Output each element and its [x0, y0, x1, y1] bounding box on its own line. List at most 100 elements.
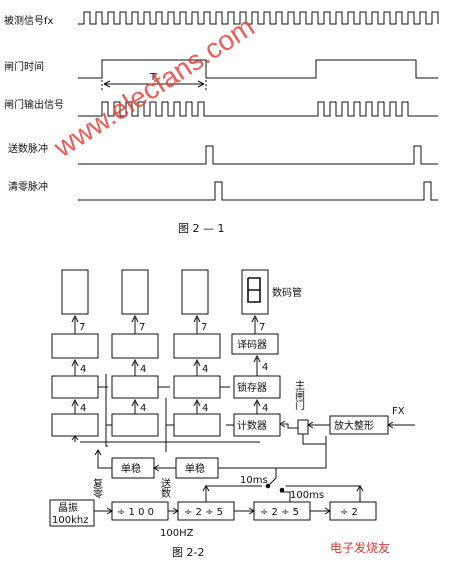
bus4-label-8: 4 [262, 403, 268, 414]
gate-control-branch [302, 434, 326, 445]
gate-control-line [218, 436, 327, 469]
period-arrow-heads [103, 80, 205, 88]
tap-10ms-arrowhead [202, 485, 210, 492]
latch-label: 锁存器 [237, 381, 267, 394]
bus7-label-1: 7 [79, 322, 85, 333]
switch-contact-1 [265, 483, 271, 489]
bus4-label-2: 4 [140, 364, 146, 375]
mono2-label: 单稳 [185, 462, 205, 475]
arrow-7-1 [71, 314, 79, 334]
arrow-7-3 [193, 314, 201, 334]
arrow-4-counter-1 [71, 398, 79, 414]
digit-display-box-1 [61, 269, 89, 315]
div25a-label: ÷ 2 ÷ 5 [184, 507, 223, 518]
site-logo: 电子发烧友 [330, 540, 390, 555]
digit-display-box-2 [121, 269, 149, 315]
tap-100ms-line [280, 491, 291, 502]
switch-contact-2 [279, 487, 285, 493]
crystal-label-line1: 晶振 [58, 501, 78, 514]
signal-label-gate-time: 闸门时间 [4, 60, 44, 73]
main-gate-label: 主闸门 [293, 380, 305, 411]
bus7-label-3: 7 [201, 322, 207, 333]
digit-display-box-4 [241, 269, 269, 315]
bus4-label-5: 4 [80, 403, 86, 414]
mono1-reset-arrowhead [94, 449, 102, 456]
amp-to-gate-arrowhead [307, 421, 314, 429]
latch-enable-vertical [105, 374, 108, 447]
latch-box-1 [51, 375, 99, 399]
div2-label: ÷ 2 [340, 507, 358, 518]
mono1-reset-line [97, 450, 112, 469]
signal-gate-wave [78, 59, 438, 79]
bus4-label-4: 4 [262, 362, 268, 373]
signal-send-pulse-wave [78, 145, 438, 165]
display-label: 数码管 [272, 286, 302, 299]
amp-label: 放大整形 [334, 419, 374, 432]
fx-input-arrowhead [387, 421, 394, 429]
counter-box-3 [173, 413, 221, 437]
gate-to-counter-line [282, 423, 298, 429]
arrow-4-latch-4 [253, 354, 261, 376]
figure-caption-2: 图 2-2 [172, 546, 204, 559]
bus7-label-4: 7 [259, 322, 265, 333]
signal-label-send-pulse: 送数脉冲 [8, 142, 48, 155]
bus4-label-1: 4 [80, 364, 86, 375]
bus7-label-2: 7 [139, 322, 145, 333]
decoder-box-2 [111, 333, 159, 359]
arrow-4-latch-1 [71, 358, 79, 376]
ms100-label: 100ms [290, 490, 324, 501]
timing-diagram [78, 11, 439, 201]
tap-10ms-line [205, 485, 262, 502]
arrow-4-counter-4 [253, 398, 261, 414]
watermark-text: www.elecfans.com [48, 11, 260, 164]
fx-label: FX [392, 406, 405, 417]
decoder-label: 译码器 [237, 339, 267, 351]
selector-switch [267, 468, 277, 487]
signal-gate-output-wave [78, 101, 438, 117]
chain-arrowheads [106, 507, 331, 515]
carry-line-1 [105, 424, 112, 438]
arrow-4-counter-2 [131, 398, 139, 414]
arrow-4-latch-2 [131, 358, 139, 376]
gate-to-counter-arrowhead [279, 420, 286, 428]
counter-label: 计数器 [237, 419, 267, 432]
seven-segment-icon [247, 277, 261, 303]
logo-text: 电子发烧友 [330, 540, 390, 555]
mono1-label: 单稳 [121, 462, 141, 475]
arrow-7-2 [131, 314, 139, 334]
counter-box-2 [111, 413, 159, 437]
signal-fx-wave [78, 11, 439, 25]
arrow-4-counter-3 [193, 398, 201, 414]
signal-label-gate-output: 闸门输出信号 [4, 98, 64, 111]
hz100-label: 100HZ [160, 528, 194, 539]
reset-arrow-1 [71, 435, 79, 442]
decoder-box-3 [173, 333, 221, 359]
signal-clear-pulse-wave [78, 181, 438, 201]
main-gate-box [297, 419, 309, 435]
arrow-7-4 [251, 314, 259, 334]
reset-label: 复零 [91, 477, 103, 499]
bus4-label-7: 4 [202, 403, 208, 414]
latch-box-3 [173, 375, 221, 399]
crystal-label-line2: 100khz [52, 515, 88, 526]
figure-caption-1: 图 2 — 1 [178, 222, 225, 235]
div25b-label: ÷ 2 ÷ 5 [260, 507, 299, 518]
mono2-to-mono1-arrowhead [153, 464, 160, 472]
bus4-label-3: 4 [202, 364, 208, 375]
signal-label-fx: 被测信号fx [4, 14, 54, 27]
crystal-box [49, 499, 95, 527]
block-diagram [49, 269, 415, 527]
decoder-box-1 [51, 333, 99, 359]
ms10-label: 10ms [240, 475, 268, 486]
digit-display-box-3 [181, 269, 209, 315]
div100-label: ÷ 1 0 0 [117, 507, 154, 518]
counter-box-1 [51, 413, 99, 437]
send-label: 送数 [159, 477, 171, 499]
latch-box-2 [111, 375, 159, 399]
arrow-4-latch-3 [193, 358, 201, 376]
signal-label-clear-pulse: 清零脉冲 [8, 180, 48, 193]
period-label: T [149, 72, 157, 83]
tap-div2-arrowhead [356, 485, 364, 492]
bus4-label-6: 4 [140, 403, 146, 414]
